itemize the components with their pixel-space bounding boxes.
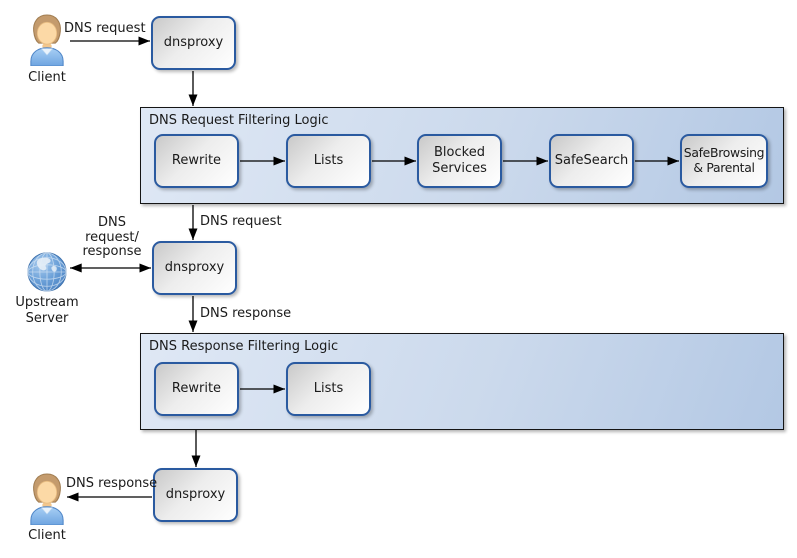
rewrite-node: Rewrite <box>154 134 239 188</box>
upstream-exchange-line1: DNS <box>98 215 126 230</box>
dnsproxy-bottom-label: dnsproxy <box>165 487 226 503</box>
edge-label-dns-request-top: DNS request <box>64 21 146 36</box>
edge-label-upstream-exchange: DNS request/ response <box>78 215 146 260</box>
safesearch-label: SafeSearch <box>554 153 629 169</box>
edge-label-dns-response-mid: DNS response <box>200 306 292 321</box>
safebrowsing-parental-node: SafeBrowsing & Parental <box>680 134 768 188</box>
upstream-exchange-line2: request/ <box>85 229 139 245</box>
upstream-server-label: Upstream Server <box>15 295 79 326</box>
client-label: Client <box>28 70 66 85</box>
blocked-services-node: Blocked Services <box>417 134 502 188</box>
lists-label: Lists <box>313 153 344 169</box>
client-icon <box>30 473 64 526</box>
dnsproxy-bottom-node: dnsproxy <box>153 468 238 522</box>
upstream-server-icon <box>27 252 67 292</box>
request-filtering-title: DNS Request Filtering Logic <box>149 113 329 128</box>
dnsproxy-middle-label: dnsproxy <box>164 260 225 276</box>
lists-node: Lists <box>286 134 371 188</box>
client-icon <box>30 14 64 67</box>
response-filtering-title: DNS Response Filtering Logic <box>149 339 339 354</box>
blocked-services-label: Blocked Services <box>432 145 487 176</box>
edge-label-dns-request-mid: DNS request <box>200 214 282 229</box>
response-filtering-container: DNS Response Filtering Logic <box>140 333 784 430</box>
lists2-node: Lists <box>286 362 371 416</box>
dnsproxy-top-node: dnsproxy <box>151 16 236 70</box>
edge-label-dns-response-bottom: DNS response <box>66 476 158 491</box>
dnsproxy-middle-node: dnsproxy <box>152 241 237 295</box>
client-top: Client <box>28 14 66 85</box>
upstream-server: Upstream Server <box>15 251 79 326</box>
client-label: Client <box>28 528 66 543</box>
upstream-exchange-line3: response <box>82 244 142 260</box>
safesearch-node: SafeSearch <box>549 134 634 188</box>
lists2-label: Lists <box>313 381 344 397</box>
rewrite-label: Rewrite <box>171 153 222 169</box>
rewrite2-node: Rewrite <box>154 362 239 416</box>
rewrite2-label: Rewrite <box>171 381 222 397</box>
dnsproxy-top-label: dnsproxy <box>163 35 224 51</box>
client-bottom: Client <box>28 473 66 543</box>
safebrowsing-parental-label: SafeBrowsing & Parental <box>683 145 765 175</box>
